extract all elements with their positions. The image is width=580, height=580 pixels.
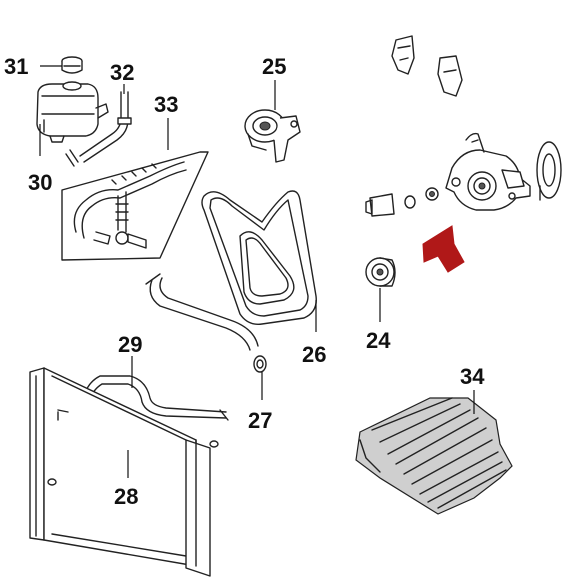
callout-28: 28 [114,484,138,509]
thermostat [365,187,439,217]
lower-hose [145,273,259,351]
callout-30: 30 [28,170,52,195]
radiator [29,367,219,577]
callout-leaders [39,65,475,478]
indicator-arrow [422,225,465,273]
pump-gasket [536,141,562,201]
idler-pulley [365,257,396,287]
air-deflector-shield [355,397,513,515]
callout-25: 25 [262,54,286,79]
coolant-reservoir [36,81,109,143]
belt-tensioner [244,109,301,163]
serpentine-belt [201,190,317,325]
hose-assembly-box [61,151,209,261]
reservoir-hose [65,91,132,167]
callout-26: 26 [302,342,326,367]
callout-29: 29 [118,332,142,357]
callout-31: 31 [4,54,28,79]
callout-32: 32 [110,60,134,85]
callout-34: 34 [460,364,485,389]
water-pump [445,132,531,211]
callout-27: 27 [248,408,272,433]
callout-24: 24 [366,328,391,353]
thermostat-housing [391,35,463,97]
hose-clamp [253,355,267,373]
callout-33: 33 [154,92,178,117]
reservoir-cap [61,56,83,74]
